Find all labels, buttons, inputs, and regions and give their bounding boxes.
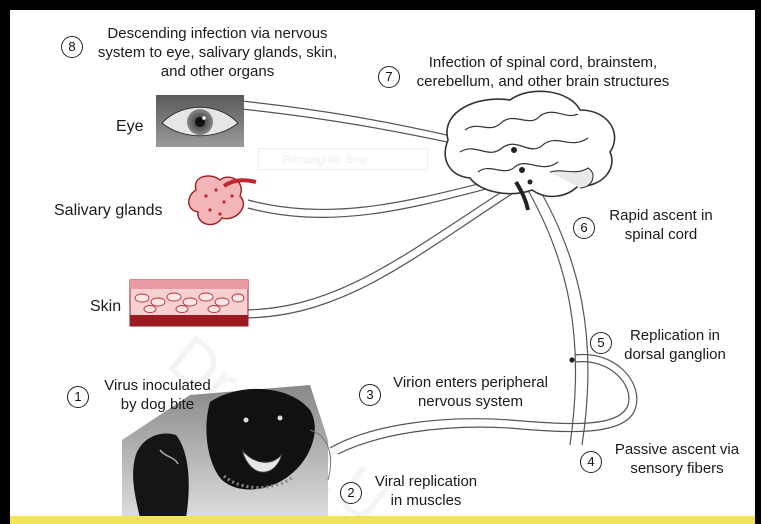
step-5-label: Replication in dorsal ganglion — [612, 326, 738, 364]
step-1-badge: 1 — [67, 386, 89, 408]
brain-illustration — [445, 91, 614, 210]
step-4-label: Passive ascent via sensory fibers — [602, 440, 752, 478]
step-7-badge: 7 — [378, 66, 400, 88]
nerve-skin-to-brain — [242, 180, 524, 318]
organ-label-salivary-glands: Salivary glands — [54, 202, 163, 220]
step-7-label: Infection of spinal cord, brainstem, cer… — [398, 53, 688, 91]
dorsal-ganglion-dot — [569, 357, 574, 362]
step-6-badge: 6 — [573, 217, 595, 239]
diagram-panel: Rectangular Snip Dr. T.H.U. — [10, 10, 755, 518]
bottom-highlight-bar — [10, 516, 755, 524]
salivary-gland-illustration — [189, 176, 256, 225]
step-5-badge: 5 — [590, 332, 612, 354]
step-6-label: Rapid ascent in spinal cord — [596, 206, 726, 244]
organ-label-eye: Eye — [116, 118, 144, 136]
step-8-label: Descending infection via nervous system … — [80, 24, 355, 81]
eye-photo — [156, 95, 244, 147]
step-1-label: Virus inoculated by dog bite — [90, 376, 225, 414]
organ-label-skin: Skin — [90, 298, 121, 316]
step-4-badge: 4 — [580, 451, 602, 473]
skin-illustration — [130, 280, 248, 326]
step-2-label: Viral replication in muscles — [362, 472, 490, 510]
step-2-badge: 2 — [340, 482, 362, 504]
step-3-label: Virion enters peripheral nervous system — [378, 373, 563, 411]
